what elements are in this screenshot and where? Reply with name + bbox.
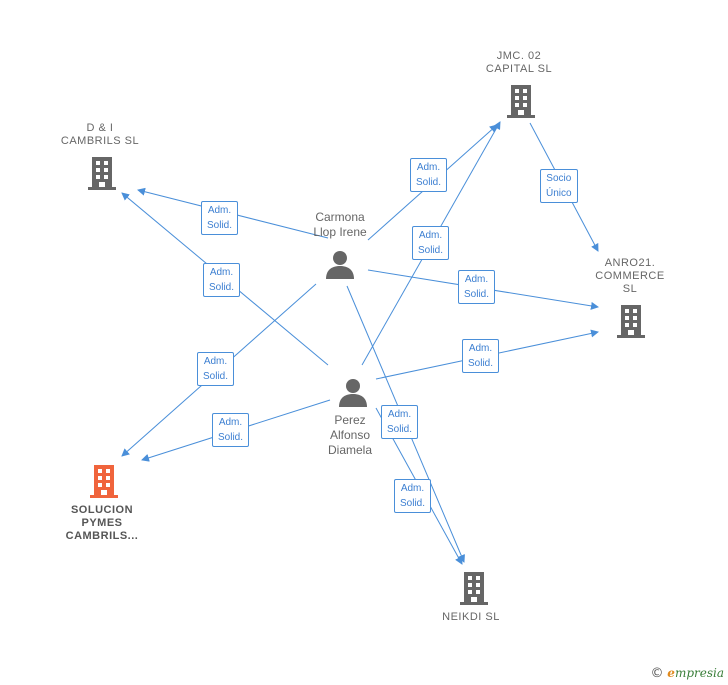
person-icon[interactable] xyxy=(338,377,368,407)
building-icon[interactable] xyxy=(505,83,537,119)
edge-label: Adm. Solid. xyxy=(197,352,235,386)
edge-label: Adm. Solid. xyxy=(201,201,239,235)
edge-label: Adm. Solid. xyxy=(212,413,250,447)
brand-footer: © empresia xyxy=(650,666,724,681)
building-icon[interactable] xyxy=(86,155,118,191)
copyright-icon: © xyxy=(650,666,664,681)
person-icon[interactable] xyxy=(325,249,355,279)
company-label-jmc-capital[interactable]: JMC. 02 CAPITAL SL xyxy=(485,50,553,75)
edge-label: Adm. Solid. xyxy=(394,479,432,513)
brand-name: mpresia xyxy=(674,666,724,680)
edge-label: Adm. Solid. xyxy=(203,263,241,297)
building-icon-highlight[interactable] xyxy=(88,463,120,499)
building-icon[interactable] xyxy=(458,570,490,606)
edge-label: Adm. Solid. xyxy=(412,226,450,260)
edge-label: Adm. Solid. xyxy=(462,339,500,373)
person-label-perez[interactable]: Perez Alfonso Diamela xyxy=(327,413,372,457)
edge-label: Adm. Solid. xyxy=(410,158,448,192)
company-label-anro21[interactable]: ANRO21. COMMERCE SL xyxy=(595,257,665,295)
company-label-neikdi[interactable]: NEIKDI SL xyxy=(442,611,500,623)
edge-label: Adm. Solid. xyxy=(381,405,419,439)
building-icon[interactable] xyxy=(615,303,647,339)
company-label-di-cambrils[interactable]: D & I CAMBRILS SL xyxy=(60,122,140,147)
edge-label: Adm. Solid. xyxy=(458,270,496,304)
brand-e: e xyxy=(667,666,675,680)
person-label-carmona[interactable]: Carmona Llop Irene xyxy=(313,210,367,239)
company-label-solucion-pymes[interactable]: SOLUCION PYMES CAMBRILS... xyxy=(65,504,139,542)
edge-label: Socio Único xyxy=(540,169,578,203)
